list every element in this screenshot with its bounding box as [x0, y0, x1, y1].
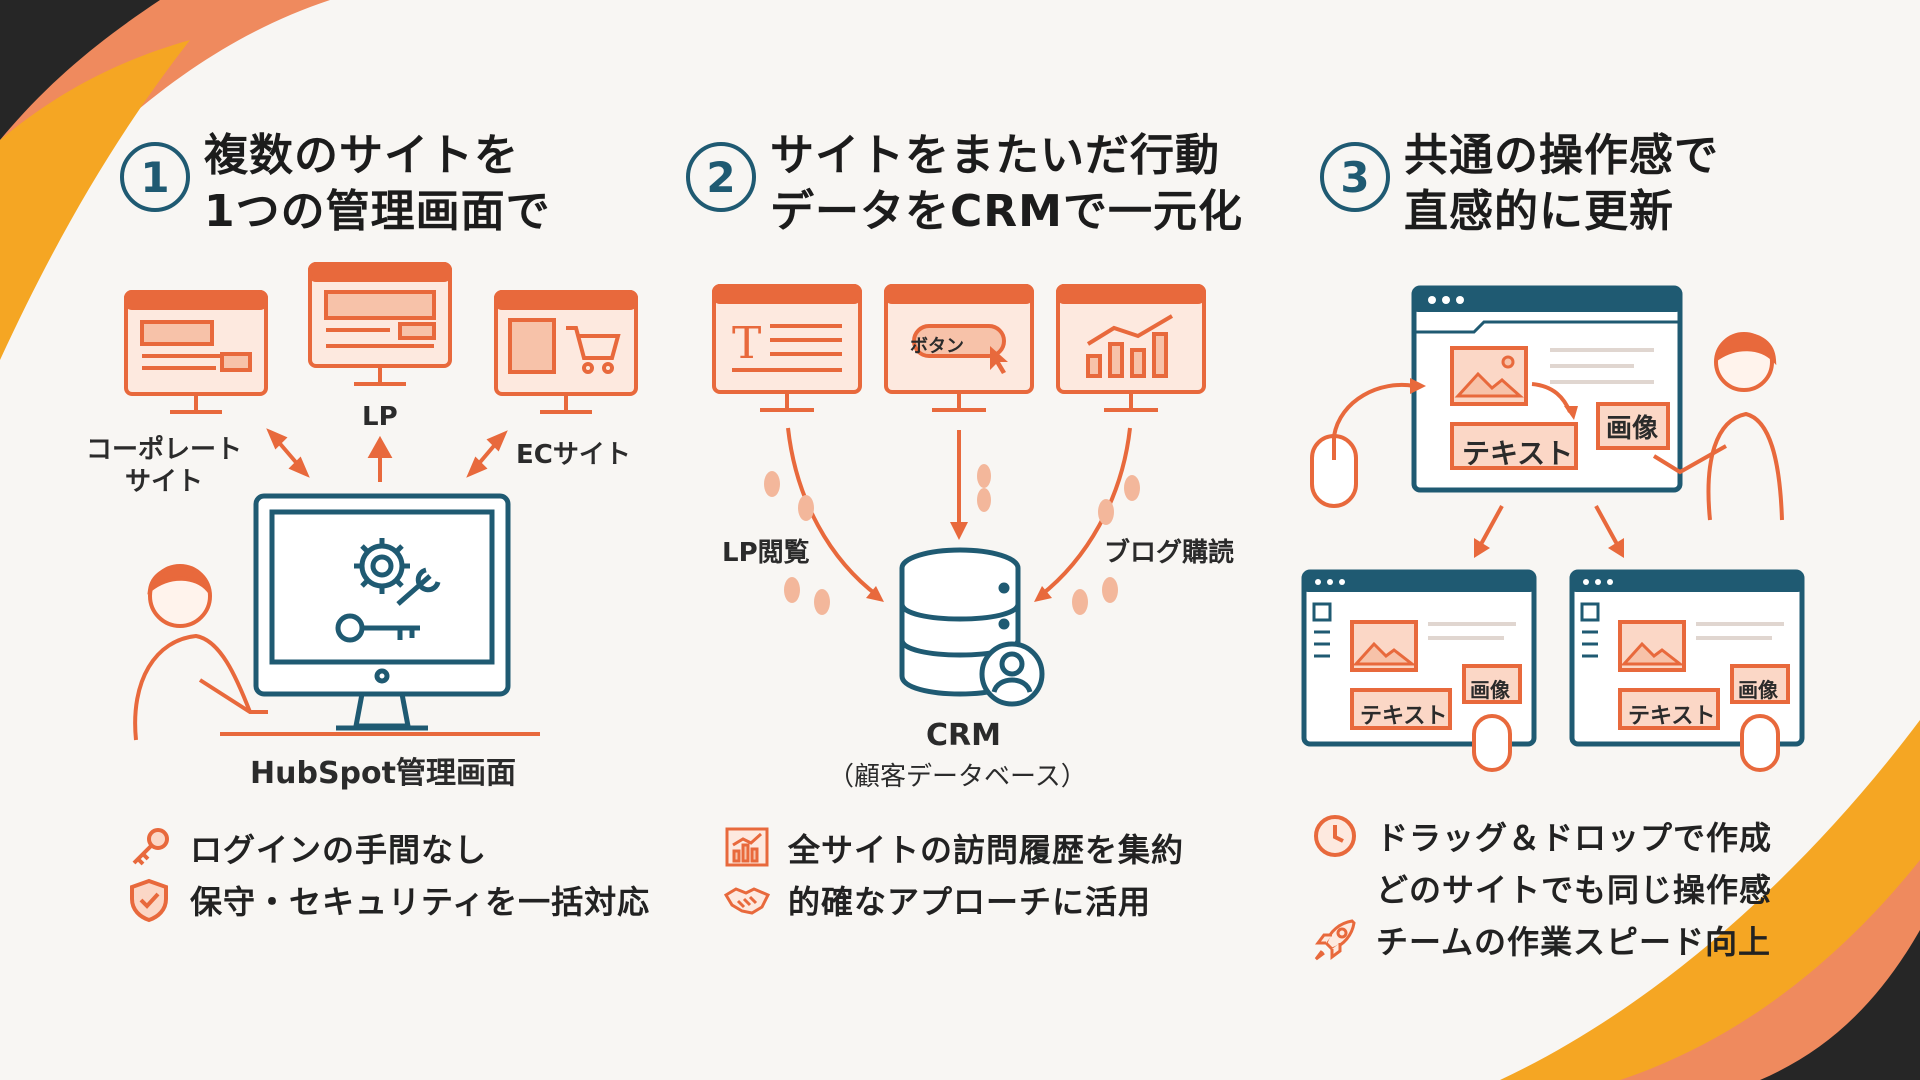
text-page-monitor: T	[712, 284, 862, 412]
editor-window-copy-left	[1301, 569, 1537, 772]
feature-text: 保守・セキュリティを一括対応	[190, 883, 651, 921]
editor-window	[1411, 285, 1683, 493]
console-label: HubSpot管理画面	[250, 756, 516, 791]
lp-site-monitor	[308, 262, 452, 386]
panel3-heading: 3 共通の操作感で 直感的に更新	[1320, 128, 1719, 240]
panel3-title-line2: 直感的に更新	[1404, 186, 1674, 237]
editor-illustration	[1301, 285, 1805, 772]
corporate-site-monitor	[124, 290, 268, 414]
panel2-heading: 2 サイトをまたいだ行動 データをCRMで一元化	[686, 128, 1243, 240]
image-block-label-left: 画像	[1470, 678, 1510, 702]
shield-check-icon	[124, 877, 174, 923]
panel-intuitive-update: 3 共通の操作感で 直感的に更新	[1290, 0, 1850, 1080]
corporate-site-label: コーポレート サイト	[86, 434, 242, 498]
feature-same-feel: どのサイトでも同じ操作感	[1310, 862, 1772, 914]
feature-drag-drop: ドラッグ＆ドロップで作成	[1310, 810, 1772, 862]
panel1-heading: 1 複数のサイトを 1つの管理画面で	[120, 128, 551, 240]
corporate-site-label-line2: サイト	[125, 467, 204, 497]
letter-t-icon: T	[732, 318, 761, 369]
key-icon	[124, 825, 174, 871]
crm-sublabel: （顧客データベース）	[828, 762, 1087, 792]
crm-label: CRM	[926, 718, 1001, 753]
crm-illustration: T	[712, 284, 1206, 707]
rocket-icon	[1310, 917, 1360, 963]
panel3-features: ドラッグ＆ドロップで作成 どのサイトでも同じ操作感 チームの作業スピード向上	[1310, 810, 1772, 966]
panel-multi-site: 1 複数のサイトを 1つの管理画面で	[86, 0, 660, 1080]
feature-approach: 的確なアプローチに活用	[722, 874, 1184, 926]
wrench-icon	[396, 567, 441, 606]
ec-site-monitor	[494, 290, 638, 414]
person-illustration	[133, 564, 268, 741]
multi-site-illustration	[124, 262, 638, 741]
lp-site-label: LP	[362, 402, 398, 432]
ec-site-label: ECサイト	[516, 440, 631, 470]
button-page-monitor	[884, 284, 1034, 412]
panel2-features: 全サイトの訪問履歴を集約 的確なアプローチに活用	[722, 822, 1184, 926]
panel2-title-line2: データをCRMで一元化	[770, 186, 1243, 237]
bar-chart-icon	[722, 825, 772, 871]
blog-subscribe-label: ブログ購読	[1104, 538, 1235, 568]
panel3-title-line1: 共通の操作感で	[1404, 130, 1719, 181]
panel1-title-line1: 複数のサイトを	[204, 130, 519, 181]
feature-no-login: ログインの手間なし	[124, 822, 650, 874]
person-illustration	[1652, 332, 1784, 521]
feature-team-speed: チームの作業スピード向上	[1310, 914, 1772, 966]
editor-window-copy-right	[1569, 569, 1805, 772]
feature-text: 的確なアプローチに活用	[788, 883, 1152, 921]
panel2-title-line1: サイトをまたいだ行動	[770, 130, 1220, 181]
clock-icon	[1310, 813, 1360, 859]
panel-crm: 2 サイトをまたいだ行動 データをCRMで一元化 T	[660, 0, 1280, 1080]
user-icon	[979, 641, 1045, 707]
feature-text: どのサイトでも同じ操作感	[1376, 871, 1773, 909]
image-block-label: 画像	[1606, 414, 1659, 444]
feature-text: チームの作業スピード向上	[1376, 923, 1772, 961]
panel1-features: ログインの手間なし 保守・セキュリティを一括対応	[124, 822, 650, 926]
text-block-label: テキスト	[1462, 437, 1574, 470]
step-number-1: 1	[120, 142, 190, 212]
panel1-title-line2: 1つの管理画面で	[204, 186, 551, 237]
text-block-label-left: テキスト	[1360, 704, 1448, 729]
step-number-3: 3	[1320, 142, 1390, 212]
handshake-icon	[722, 877, 772, 923]
corporate-site-label-line1: コーポレート	[86, 435, 243, 465]
cursor-icon	[990, 346, 1008, 374]
step-number-2: 2	[686, 142, 756, 212]
feature-visit-history: 全サイトの訪問履歴を集約	[722, 822, 1184, 874]
feature-text: ログインの手間なし	[190, 831, 488, 869]
image-block-label-right: 画像	[1738, 678, 1778, 702]
gear-icon	[354, 538, 410, 594]
feature-security: 保守・セキュリティを一括対応	[124, 874, 650, 926]
button-label: ボタン	[910, 336, 964, 357]
text-block-label-right: テキスト	[1628, 704, 1716, 729]
key-icon	[335, 613, 420, 643]
chart-page-monitor	[1056, 284, 1206, 412]
hubspot-console-monitor	[253, 493, 511, 731]
mouse-icon	[1310, 378, 1426, 508]
feature-text: 全サイトの訪問履歴を集約	[788, 831, 1185, 869]
feature-text: ドラッグ＆ドロップで作成	[1376, 819, 1773, 857]
lp-view-label: LP閲覧	[722, 538, 810, 568]
footprints-decoration	[764, 464, 1140, 615]
